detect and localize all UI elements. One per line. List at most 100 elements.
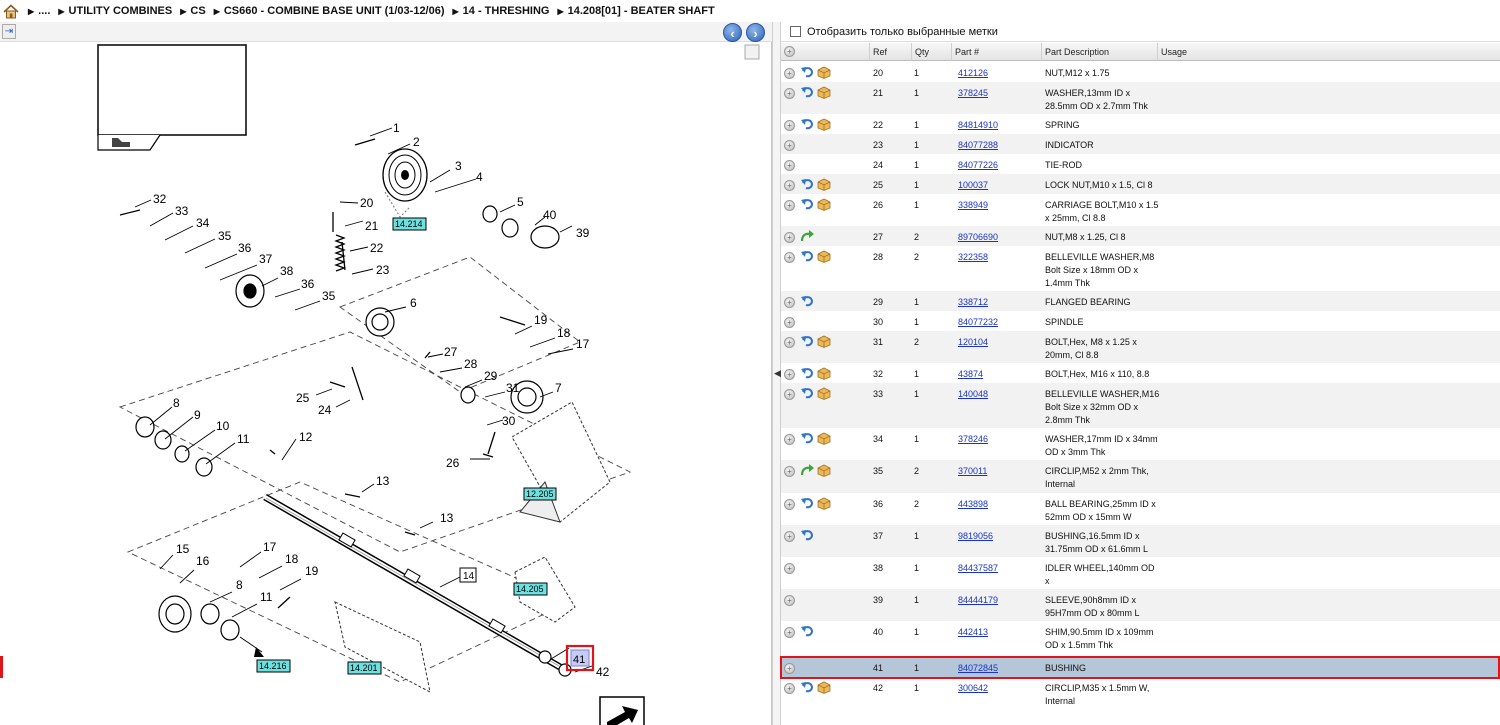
show-selected-checkbox[interactable] xyxy=(790,26,801,37)
spring[interactable] xyxy=(334,234,346,272)
expand-row-icon[interactable]: + xyxy=(784,389,795,400)
callout-label[interactable]: 11 xyxy=(237,432,250,446)
undo-arrow-icon[interactable] xyxy=(801,178,814,190)
undo-arrow-icon[interactable] xyxy=(801,118,814,130)
callout-label[interactable]: 26 xyxy=(446,456,460,470)
part-number-link[interactable]: 412126 xyxy=(958,68,989,78)
expand-row-icon[interactable]: + xyxy=(784,627,795,638)
callout-label[interactable]: 20 xyxy=(360,196,374,210)
callout-label[interactable]: 19 xyxy=(305,564,319,578)
callout-label[interactable]: 36 xyxy=(238,241,252,255)
reference-link[interactable]: 14.214 xyxy=(395,219,423,229)
callout-label[interactable]: 35 xyxy=(218,229,232,243)
callout-label[interactable]: 27 xyxy=(444,345,458,359)
column-header-ref[interactable]: Ref xyxy=(869,43,911,61)
callout-label[interactable]: 1 xyxy=(393,121,400,135)
expand-row-icon[interactable]: + xyxy=(784,200,795,211)
expand-row-icon[interactable]: + xyxy=(784,369,795,380)
expand-row-icon[interactable]: + xyxy=(784,434,795,445)
callout-label[interactable]: 2 xyxy=(413,135,420,149)
undo-arrow-icon[interactable] xyxy=(801,86,814,98)
expand-row-icon[interactable]: + xyxy=(784,297,795,308)
part-number-link[interactable]: 338712 xyxy=(958,297,989,307)
undo-arrow-icon[interactable] xyxy=(801,387,814,399)
reference-link[interactable]: 14.216 xyxy=(259,661,287,671)
pulley[interactable] xyxy=(382,148,428,218)
chevron-left-icon[interactable]: ‹ xyxy=(723,23,742,42)
diagram-scroll-box[interactable] xyxy=(744,44,760,60)
callout-label[interactable]: 8 xyxy=(173,396,180,410)
part-number-link[interactable]: 43874 xyxy=(958,369,984,379)
expand-row-icon[interactable]: + xyxy=(784,337,795,348)
undo-arrow-icon[interactable] xyxy=(801,335,814,347)
expand-row-icon[interactable]: + xyxy=(784,160,795,171)
package-icon[interactable] xyxy=(817,497,831,510)
reference-link[interactable]: 14.205 xyxy=(516,584,544,594)
exploded-parts-diagram[interactable]: 1 2 3 4 5 40 39 20 21 22 23 32 33 34 35 … xyxy=(0,42,772,725)
part-number-link[interactable]: 378246 xyxy=(958,434,989,444)
undo-arrow-icon[interactable] xyxy=(801,432,814,444)
undo-arrow-icon[interactable] xyxy=(801,198,814,210)
callout-label[interactable]: 10 xyxy=(216,419,230,433)
part-number-link[interactable]: 84072845 xyxy=(958,663,999,673)
part-number-link[interactable]: 84077226 xyxy=(958,160,999,170)
part-number-link[interactable]: 84814910 xyxy=(958,120,999,130)
callout-label[interactable]: 17 xyxy=(263,540,277,554)
callout-label[interactable]: 36 xyxy=(301,277,315,291)
package-icon[interactable] xyxy=(817,66,831,79)
expand-row-icon[interactable]: + xyxy=(784,68,795,79)
part-number-link[interactable]: 322358 xyxy=(958,252,989,262)
part-number-link[interactable]: 378245 xyxy=(958,88,989,98)
callout-label[interactable]: 31 xyxy=(506,381,520,395)
callout-label[interactable]: 13 xyxy=(440,511,454,525)
callout-label[interactable]: 38 xyxy=(280,264,294,278)
undo-arrow-icon[interactable] xyxy=(801,497,814,509)
callout-label[interactable]: 35 xyxy=(322,289,336,303)
reference-link[interactable]: 12.205 xyxy=(526,489,554,499)
callout-label[interactable]: 17 xyxy=(576,337,590,351)
callout-label[interactable]: 7 xyxy=(555,381,562,395)
next-diagram-icon[interactable] xyxy=(599,696,645,725)
expand-row-icon[interactable]: + xyxy=(784,180,795,191)
callout-label[interactable]: 16 xyxy=(196,554,210,568)
callout-label[interactable]: 41 xyxy=(573,654,585,666)
callout-label[interactable]: 8 xyxy=(236,578,243,592)
expand-row-icon[interactable]: + xyxy=(784,531,795,542)
callout-label[interactable]: 34 xyxy=(196,216,210,230)
expand-row-icon[interactable]: + xyxy=(784,232,795,243)
package-icon[interactable] xyxy=(817,387,831,400)
part-number-link[interactable]: 100037 xyxy=(958,180,989,190)
expand-row-icon[interactable]: + xyxy=(784,595,795,606)
part-number-link[interactable]: 443898 xyxy=(958,499,989,509)
package-icon[interactable] xyxy=(817,681,831,694)
column-header-part[interactable]: Part # xyxy=(951,43,1041,61)
callout-highlight[interactable] xyxy=(570,649,590,667)
expand-all-icon[interactable]: + xyxy=(784,46,795,57)
part-number-link[interactable]: 84437587 xyxy=(958,563,999,573)
callout-label[interactable]: 14 xyxy=(463,571,475,582)
callout-label[interactable]: 22 xyxy=(370,241,384,255)
part-number-link[interactable]: 442413 xyxy=(958,627,989,637)
part-number-link[interactable]: 338949 xyxy=(958,200,989,210)
callout-label[interactable]: 33 xyxy=(175,204,189,218)
callout-label[interactable]: 25 xyxy=(296,391,310,405)
expand-row-icon[interactable]: + xyxy=(784,120,795,131)
package-icon[interactable] xyxy=(817,335,831,348)
column-header-description[interactable]: Part Description xyxy=(1041,43,1157,61)
expand-icon[interactable]: ⇥ xyxy=(2,24,16,39)
undo-arrow-icon[interactable] xyxy=(801,250,814,262)
